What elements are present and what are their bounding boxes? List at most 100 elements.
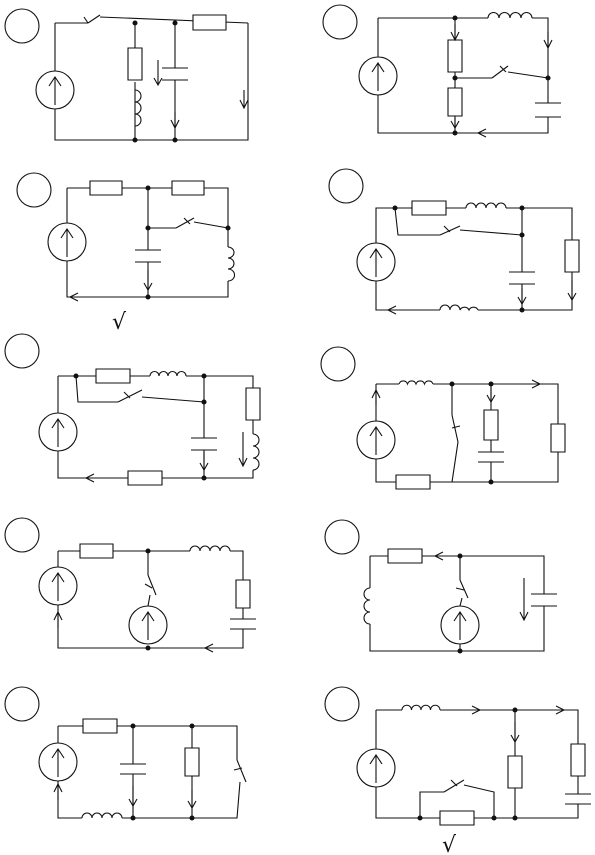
current-arrow-2b xyxy=(451,24,459,40)
source-arrow-7a xyxy=(52,573,64,601)
node xyxy=(190,816,194,820)
resistor-8 xyxy=(388,549,422,563)
wire xyxy=(370,556,544,651)
problem-number-circle-7 xyxy=(5,518,39,552)
capacitor-5 xyxy=(191,438,217,450)
wire xyxy=(376,710,578,818)
current-arrow-5b xyxy=(200,452,208,470)
current-arrow-6c xyxy=(487,388,495,402)
node xyxy=(458,554,462,558)
current-arrow-2a xyxy=(544,32,552,48)
resistor-5c xyxy=(128,471,162,485)
wire xyxy=(378,18,548,133)
resistor-3b xyxy=(172,181,204,195)
switch-3 xyxy=(176,218,194,228)
current-arrow-4b xyxy=(518,288,526,304)
source-arrow-9 xyxy=(52,749,64,777)
node xyxy=(546,76,550,80)
node xyxy=(74,374,78,378)
resistor-5b xyxy=(246,388,260,420)
current-arrow-7b xyxy=(205,644,225,652)
node xyxy=(131,816,135,820)
circuit-7 xyxy=(5,518,256,652)
resistor-2a xyxy=(448,40,462,72)
resistor-5a xyxy=(96,369,130,383)
node xyxy=(190,724,194,728)
circuit-4 xyxy=(329,169,579,314)
current-arrow-10a xyxy=(462,706,480,714)
source-arrow-4 xyxy=(370,249,382,277)
capacitor-9 xyxy=(120,764,146,774)
switch-5 xyxy=(118,390,142,402)
resistor-9b xyxy=(185,748,199,776)
problem-number-circle-1 xyxy=(5,9,39,43)
circuit-1 xyxy=(5,9,248,142)
problem-number-circle-8 xyxy=(325,520,359,554)
switch-4 xyxy=(440,226,460,235)
node xyxy=(202,476,206,480)
check-mark-radical-1: √ xyxy=(112,310,127,335)
switch-8 xyxy=(456,580,468,598)
problem-number-circle-5 xyxy=(5,334,39,368)
source-arrow-8 xyxy=(454,612,466,640)
node xyxy=(146,646,150,650)
inductor-8 xyxy=(364,588,370,624)
current-arrow-1b xyxy=(240,90,248,108)
current-arrow-10b xyxy=(546,706,564,714)
resistor-6c xyxy=(396,475,430,489)
source-arrow-7b xyxy=(142,612,154,640)
source-arrow-2 xyxy=(372,63,384,91)
node xyxy=(489,480,493,484)
circuit-2 xyxy=(323,5,561,137)
node xyxy=(173,21,177,25)
check-mark-radical-2: √ xyxy=(442,833,457,855)
node xyxy=(418,816,422,820)
node xyxy=(453,16,457,20)
circuit-10 xyxy=(325,687,591,825)
resistor-7b xyxy=(236,580,250,608)
current-arrow-7a xyxy=(54,612,62,628)
node xyxy=(131,724,135,728)
inductor-2 xyxy=(488,13,532,18)
node xyxy=(202,400,206,404)
wire xyxy=(58,376,253,478)
resistor-1a xyxy=(193,15,226,30)
inductor-5a xyxy=(150,372,186,377)
circuit-5 xyxy=(5,334,260,485)
capacitor-2 xyxy=(535,103,561,117)
switch-7 xyxy=(145,575,156,595)
node xyxy=(146,295,150,299)
wire xyxy=(58,726,240,818)
inductor-1 xyxy=(135,90,141,126)
node xyxy=(133,21,137,25)
wire xyxy=(376,384,558,482)
node xyxy=(458,649,462,653)
problem-number-circle-4 xyxy=(329,169,363,203)
circuit-6 xyxy=(321,347,565,489)
circuit-3 xyxy=(17,173,235,301)
inductor-3 xyxy=(228,247,235,281)
current-arrow-1c xyxy=(171,112,179,128)
current-arrow-4c xyxy=(388,306,405,314)
resistor-6b xyxy=(551,424,565,452)
node xyxy=(146,186,150,190)
inductor-9 xyxy=(82,813,122,818)
node xyxy=(513,816,517,820)
capacitor-10 xyxy=(565,794,591,804)
resistor-4a xyxy=(412,201,446,215)
node xyxy=(450,382,454,386)
node xyxy=(492,816,496,820)
current-arrow-2d xyxy=(451,118,459,128)
source-arrow-1 xyxy=(49,77,61,105)
problem-number-circle-9 xyxy=(5,687,39,721)
node xyxy=(146,226,150,230)
resistor-10a xyxy=(508,756,522,788)
problem-number-circle-2 xyxy=(323,5,357,39)
current-arrow-5a xyxy=(239,432,247,466)
capacitor-7 xyxy=(230,619,256,629)
problem-number-circle-6 xyxy=(321,347,355,381)
current-arrow-9a xyxy=(54,784,62,800)
problem-number-circle-10 xyxy=(325,687,359,721)
capacitor-8 xyxy=(531,594,557,606)
